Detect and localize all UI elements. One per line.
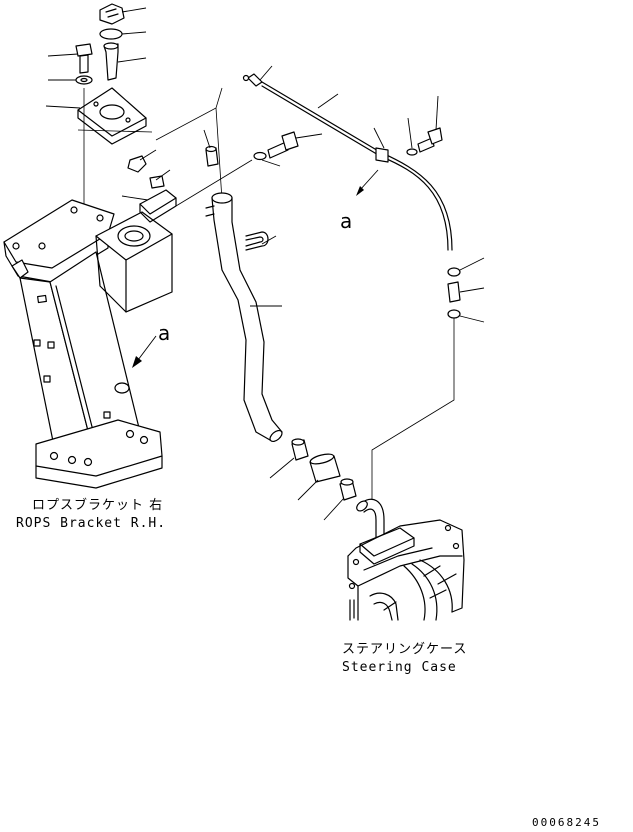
clip-part-middle — [149, 175, 165, 189]
nut-part-right-lower — [371, 309, 485, 500]
steering-case — [347, 498, 465, 621]
bolt-part-middle — [253, 131, 323, 167]
mounting-plate-part — [77, 87, 147, 145]
tube-assembly — [205, 192, 283, 443]
reference-arrow-upper — [356, 169, 379, 196]
reference-mark-lower: a — [158, 321, 170, 345]
rops-bracket — [3, 199, 173, 489]
bracket-part-middle — [139, 189, 177, 223]
rops-bracket-label-jp: ロプスブラケット 右 — [32, 497, 163, 513]
washer-part — [75, 75, 93, 85]
nut-part-right-upper — [447, 257, 485, 277]
reference-mark-upper: a — [340, 209, 352, 233]
reference-arrow-lower — [132, 335, 157, 368]
bolt-part-upper-left — [75, 43, 93, 74]
pin-part — [103, 42, 119, 81]
steering-case-label-en: Steering Case — [342, 660, 457, 675]
hose-part — [297, 453, 341, 501]
nut-part-middle — [127, 155, 147, 173]
u-clamp-part — [245, 231, 277, 251]
bolt-part-upper-right — [406, 95, 443, 156]
spacer-part — [205, 145, 219, 167]
rops-bracket-label-en: ROPS Bracket R.H. — [16, 516, 166, 531]
leader-lines-middle — [77, 87, 253, 207]
hose-clamp-part-1 — [269, 438, 309, 479]
dipstick-rod — [242, 65, 453, 251]
leader-lines-top-left — [45, 7, 147, 204]
hose-clamp-part-2 — [323, 478, 357, 521]
o-ring-part — [99, 28, 123, 40]
steering-case-label-jp: ステアリングケース — [342, 642, 467, 657]
sleeve-part-right — [447, 281, 485, 303]
cap-part — [99, 3, 125, 25]
drawing-number: 00068245 — [532, 816, 601, 829]
